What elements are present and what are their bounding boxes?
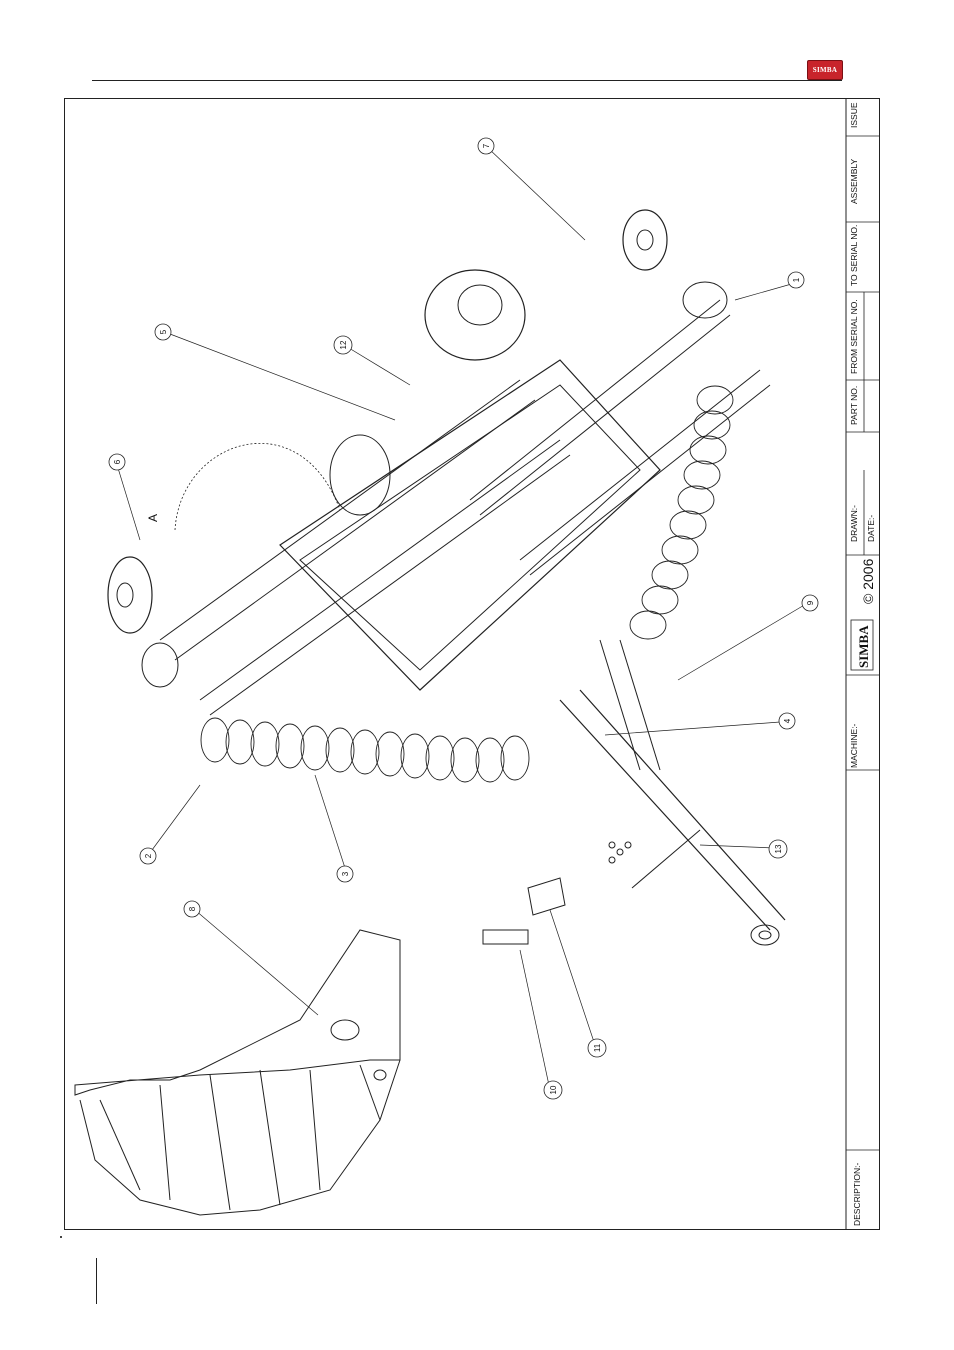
callout-6: 6	[109, 454, 125, 470]
description-label: DESCRIPTION:-	[852, 1163, 862, 1226]
date-label: DATE:-	[866, 515, 876, 542]
issue-label: ISSUE	[849, 102, 859, 128]
leader-lines	[118, 148, 806, 1090]
svg-text:11: 11	[593, 1043, 602, 1052]
footer-rule	[96, 1258, 97, 1304]
svg-text:6: 6	[113, 459, 122, 464]
copyright-label: © 2006	[860, 558, 876, 604]
callout-13: 13	[769, 840, 787, 858]
title-logo-text: SIMBA	[856, 625, 871, 668]
svg-text:5: 5	[159, 329, 168, 334]
part-no-label: PART NO.	[849, 386, 859, 425]
callout-10: 10	[544, 1081, 562, 1099]
svg-text:13: 13	[774, 844, 783, 853]
from-serial-label: FROM SERIAL NO.	[849, 299, 859, 374]
callout-11: 11	[588, 1039, 606, 1057]
assembly-label: ASSEMBLY	[849, 158, 859, 204]
svg-text:12: 12	[339, 340, 348, 349]
svg-text:10: 10	[549, 1085, 558, 1094]
cultivator-assembly-drawing	[75, 210, 785, 1215]
callout-2: 2	[140, 848, 156, 864]
svg-text:7: 7	[482, 143, 491, 148]
page-mark	[60, 1236, 62, 1238]
callout-balloons: 1 2 3 4 5 6 7 8 9 10 11 12 13	[109, 138, 818, 1099]
callout-8: 8	[184, 901, 200, 917]
svg-text:4: 4	[783, 718, 792, 723]
svg-text:2: 2	[144, 853, 153, 858]
callout-12: 12	[334, 336, 352, 354]
callout-3: 3	[337, 866, 353, 882]
callout-1: 1	[788, 272, 804, 288]
drawn-label: DRAWN:-	[849, 505, 859, 542]
view-label-a: A	[146, 514, 160, 522]
svg-text:1: 1	[792, 277, 801, 282]
to-serial-label: TO SERIAL NO.	[849, 225, 859, 286]
machine-label: MACHINE:-	[849, 723, 859, 768]
callout-9: 9	[802, 595, 818, 611]
callout-4: 4	[779, 713, 795, 729]
svg-text:3: 3	[341, 871, 350, 876]
callout-5: 5	[155, 324, 171, 340]
callout-7: 7	[478, 138, 494, 154]
svg-text:8: 8	[188, 906, 197, 911]
svg-text:9: 9	[806, 600, 815, 605]
